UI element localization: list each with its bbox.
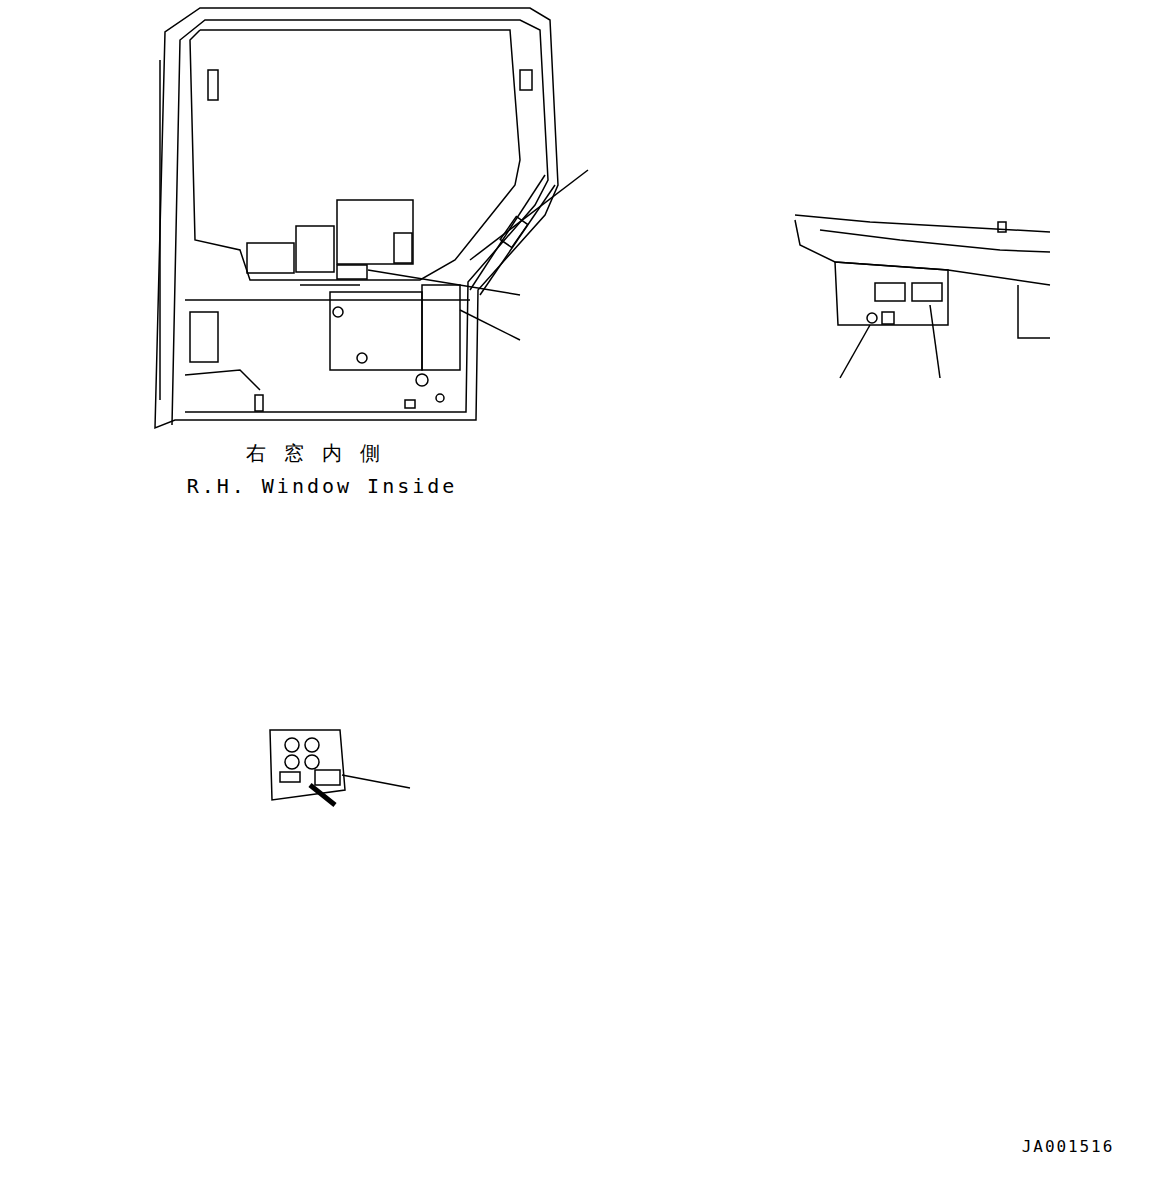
- view-title-en: R.H. Window Inside: [187, 474, 458, 498]
- decal: [337, 265, 367, 279]
- handle: [208, 70, 218, 100]
- leader-line: [470, 170, 588, 260]
- panel: [330, 292, 422, 370]
- lever: [310, 785, 335, 805]
- window-glass: [190, 30, 520, 280]
- switch-box: [270, 730, 345, 800]
- view-title-ja: 右窓内側: [246, 440, 398, 467]
- drawing-number: JA001516: [1022, 1137, 1114, 1156]
- dashboard: [795, 220, 1050, 285]
- fitting: [405, 400, 415, 408]
- leader-line: [840, 325, 870, 378]
- decal: [394, 233, 412, 263]
- switch: [882, 312, 894, 324]
- panel: [1018, 285, 1050, 338]
- decal: [296, 226, 334, 272]
- bolt: [867, 313, 877, 323]
- switch: [285, 738, 299, 752]
- fitting: [416, 374, 428, 386]
- fitting: [436, 394, 444, 402]
- wire: [185, 370, 260, 390]
- decal: [280, 772, 300, 782]
- decal: [875, 283, 905, 301]
- leader-line: [368, 270, 520, 295]
- dashboard: [820, 230, 1050, 252]
- leader-line: [930, 305, 940, 378]
- decal-strip: [300, 284, 360, 286]
- strut-clamp: [500, 217, 528, 248]
- decal: [247, 243, 294, 273]
- dashboard: [795, 215, 1050, 232]
- decal: [912, 283, 942, 301]
- latch: [520, 70, 532, 90]
- strut: [470, 175, 545, 290]
- frame-edge: [159, 60, 161, 400]
- leader-line: [460, 310, 520, 340]
- tab: [998, 222, 1006, 232]
- panel: [422, 285, 460, 370]
- leader-line: [342, 775, 410, 788]
- frame-bar: [185, 299, 470, 301]
- switch: [305, 755, 319, 769]
- decal: [337, 200, 413, 264]
- mechanism: [190, 312, 218, 362]
- cab-frame-inner: [172, 20, 548, 425]
- bolt: [333, 307, 343, 317]
- switch: [285, 755, 299, 769]
- strut: [480, 185, 555, 295]
- bolt: [357, 353, 367, 363]
- switch: [305, 738, 319, 752]
- cab-frame: [155, 8, 558, 428]
- bracket: [255, 395, 263, 411]
- decal: [315, 770, 340, 785]
